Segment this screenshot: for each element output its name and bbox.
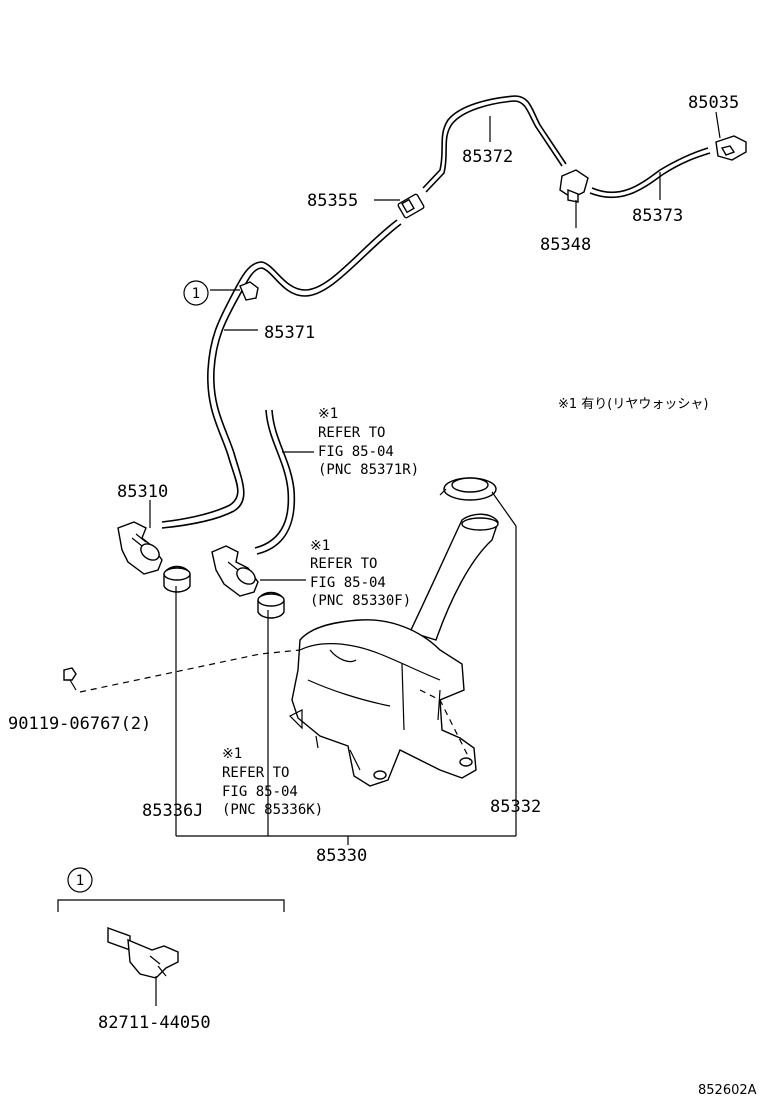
label-85355: 85355 bbox=[307, 191, 358, 211]
bracket-82711[interactable] bbox=[107, 927, 179, 979]
leader-lines bbox=[57, 111, 721, 1006]
svg-text:※1: ※1 bbox=[310, 538, 330, 554]
refer-note-85336k: ※1 REFER TO FIG 85-04 (PNC 85336K) bbox=[222, 746, 323, 818]
svg-text:REFER TO: REFER TO bbox=[222, 765, 289, 781]
svg-text:(PNC 85336K): (PNC 85336K) bbox=[222, 802, 323, 818]
rear-washer-note: ※1 有り(リヤウォッシャ) bbox=[558, 397, 708, 412]
pump-85310-a[interactable] bbox=[117, 521, 163, 575]
hose-85373[interactable] bbox=[591, 147, 709, 194]
label-90119: 90119-06767(2) bbox=[8, 714, 151, 734]
label-85336j: 85336J bbox=[142, 801, 203, 821]
label-85310: 85310 bbox=[117, 482, 168, 502]
label-85332: 85332 bbox=[490, 797, 541, 817]
hose-85371r bbox=[254, 409, 290, 549]
svg-text:REFER TO: REFER TO bbox=[310, 556, 377, 572]
refer-note-85371r: ※1 REFER TO FIG 85-04 (PNC 85371R) bbox=[318, 406, 419, 478]
svg-text:※1: ※1 bbox=[222, 746, 242, 762]
bolt-90119[interactable] bbox=[63, 667, 77, 691]
pump-85310-b[interactable] bbox=[211, 545, 259, 597]
svg-text:1: 1 bbox=[76, 873, 84, 889]
label-85348: 85348 bbox=[540, 235, 591, 255]
joint-85348[interactable] bbox=[559, 169, 589, 203]
svg-text:REFER TO: REFER TO bbox=[318, 425, 385, 441]
label-85371: 85371 bbox=[264, 323, 315, 343]
svg-text:(PNC 85330F): (PNC 85330F) bbox=[310, 593, 411, 609]
grommet-85336j[interactable] bbox=[163, 565, 191, 593]
svg-text:FIG 85-04: FIG 85-04 bbox=[310, 575, 386, 591]
cap-85332[interactable] bbox=[439, 477, 497, 501]
callout-circle-1: 1 bbox=[183, 280, 209, 306]
label-85330: 85330 bbox=[316, 846, 367, 866]
grommet-85336k[interactable] bbox=[257, 591, 285, 619]
svg-text:※1: ※1 bbox=[318, 406, 338, 422]
label-85372: 85372 bbox=[462, 147, 513, 167]
label-85373: 85373 bbox=[632, 206, 683, 226]
label-85035: 85035 bbox=[688, 93, 739, 113]
bolt-dashed-line bbox=[79, 649, 301, 693]
hose-clip bbox=[239, 281, 259, 301]
refer-note-85330f: ※1 REFER TO FIG 85-04 (PNC 85330F) bbox=[310, 538, 411, 609]
connector-85355[interactable] bbox=[397, 193, 425, 219]
hose-85371[interactable] bbox=[161, 219, 398, 523]
callout-circle-1-detail: 1 bbox=[67, 867, 93, 893]
hose-85372[interactable] bbox=[422, 95, 567, 189]
svg-text:FIG 85-04: FIG 85-04 bbox=[222, 784, 298, 800]
nozzle-85035[interactable] bbox=[715, 135, 747, 161]
svg-text:FIG 85-04: FIG 85-04 bbox=[318, 444, 394, 460]
svg-text:(PNC 85371R): (PNC 85371R) bbox=[318, 462, 419, 478]
label-82711: 82711-44050 bbox=[98, 1013, 211, 1033]
figure-id: 852602A bbox=[698, 1083, 757, 1098]
tank-85330[interactable] bbox=[288, 513, 499, 787]
svg-text:1: 1 bbox=[192, 286, 200, 302]
